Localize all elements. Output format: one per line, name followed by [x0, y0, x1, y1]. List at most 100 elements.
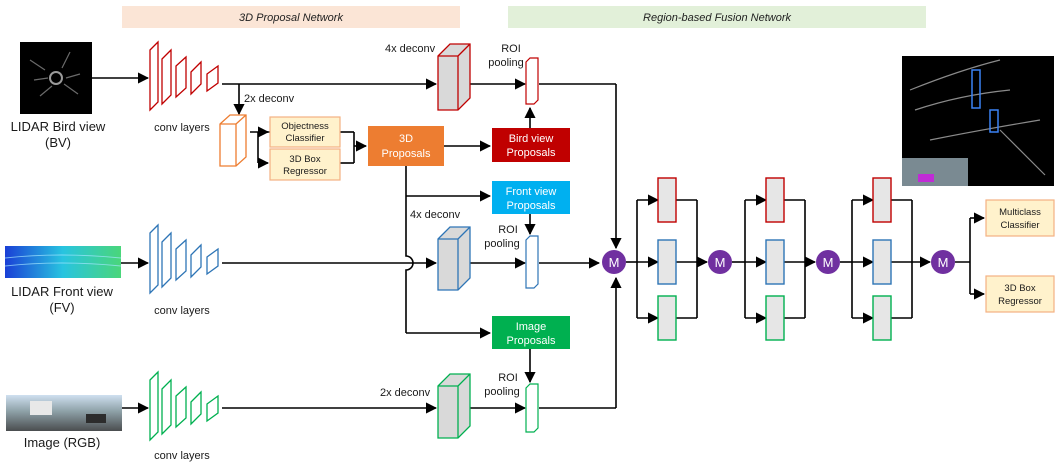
- front-conv-layer-3: [175, 238, 187, 282]
- roi-bird-label-2: pooling: [488, 57, 523, 69]
- deconv-2x-bv-label: 2x deconv: [244, 93, 295, 105]
- image-conv-layer-2: [161, 378, 172, 436]
- 3d-proposals-box: 3D Proposals: [368, 126, 444, 166]
- deconv-2x-image-shape: [437, 373, 471, 439]
- result-image: [902, 56, 1054, 186]
- header-region-fusion-label: Region-based Fusion Network: [643, 12, 791, 24]
- rpn-regressor-label-1: 3D Box: [289, 154, 320, 165]
- bird-conv-layer-1: [149, 40, 159, 112]
- header-region-fusion-bar: [508, 6, 926, 28]
- header-3d-proposal-bar: [122, 6, 460, 28]
- roi-front-label-2: pooling: [484, 238, 519, 250]
- front-view-label-2: (FV): [49, 300, 74, 315]
- deconv-4x-front-shape: [437, 226, 471, 291]
- deconv-2x-image-label: 2x deconv: [380, 387, 431, 399]
- fusion-stage-2-layer-1: [765, 177, 785, 223]
- rgb-image-house: [30, 401, 52, 415]
- rpn-regressor-label-2: Regressor: [283, 166, 327, 177]
- fusion-stage-1-bus: [636, 200, 698, 318]
- header-region-fusion-network: Region-based Fusion Network: [508, 6, 926, 28]
- 3d-proposals-label-1: 3D: [399, 133, 413, 145]
- bird-conv-layer-4: [190, 60, 202, 96]
- front-view-proposals-rect: [492, 181, 570, 214]
- result-box-a: [971, 69, 981, 109]
- fusion-stage-1-layer-2: [657, 239, 677, 285]
- multiclass-label-2: Classifier: [1000, 220, 1039, 231]
- rgb-image: [6, 395, 122, 431]
- 3d-proposals-rect: [368, 126, 444, 166]
- fusion-stage-2-bus: [744, 200, 806, 318]
- fusion-node-m-3: [816, 250, 840, 274]
- final-box-regressor-rect: [985, 275, 1055, 313]
- roi-front-label-1: ROI: [498, 224, 518, 236]
- deconv-4x-bird-label: 4x deconv: [385, 43, 436, 55]
- front-conv-layer-5: [206, 247, 219, 276]
- image-conv-layer-3: [175, 385, 187, 429]
- image-conv-layer-4: [190, 390, 202, 426]
- rpn-feature-box: [219, 114, 247, 167]
- rgb-image-car: [86, 414, 106, 423]
- roi-front-shape: [525, 235, 539, 289]
- bird-conv-layer-5: [206, 64, 219, 93]
- connections: [92, 72, 622, 414]
- result-lidar-points: [909, 59, 1046, 176]
- multiclass-classifier-rect: [985, 199, 1055, 237]
- deconv-4x-bird-front: [438, 43, 471, 110]
- fusion-stage-2-layer-2: [765, 239, 785, 285]
- fusion-stage-3-layer-3: [872, 295, 892, 341]
- bird-conv-layer-3: [175, 55, 187, 99]
- multiclass-classifier-box: Multiclass Classifier: [985, 199, 1055, 237]
- image-prop-label-1: Image: [516, 321, 547, 333]
- front-prop-label-1: Front view: [506, 186, 557, 198]
- conv-stack-front-view: conv layers: [149, 223, 219, 317]
- front-conv-label: conv layers: [154, 305, 210, 317]
- deconv-4x-front-front: [438, 226, 471, 290]
- final-box-regressor-box: 3D Box Regressor: [985, 275, 1055, 313]
- image-prop-label-2: Proposals: [507, 335, 556, 347]
- fusion-stage-1-layer-3: [657, 295, 677, 341]
- fusion-stage-2-layer-3: [765, 295, 785, 341]
- roi-pooling-image: ROI pooling: [484, 372, 539, 433]
- fusion-stage-3-bus: [851, 200, 913, 318]
- bird-conv-layer-2: [161, 48, 172, 106]
- fusion-node-m-1: [602, 250, 626, 274]
- bird-view-label-2: (BV): [45, 135, 71, 150]
- roi-pooling-front: ROI pooling: [484, 224, 539, 289]
- fusion-stage-3-layer-1: [872, 177, 892, 223]
- front-conv-layer-2: [161, 231, 172, 289]
- roi-bird-label-1: ROI: [501, 43, 521, 55]
- rpn-box-regressor-box: 3D Box Regressor: [269, 148, 341, 181]
- edge-proposals-trunk: [405, 166, 414, 333]
- header-3d-proposal-network: 3D Proposal Network: [122, 6, 460, 28]
- bird-conv-label: conv layers: [154, 122, 210, 134]
- front-conv-layer-4: [190, 243, 202, 279]
- bird-view-center-blob: [49, 71, 63, 85]
- front-view-image: [5, 246, 121, 278]
- objectness-label-1: Objectness: [281, 121, 329, 132]
- front-conv-layer-1: [149, 223, 159, 295]
- front-view-proposals-box: Front view Proposals: [492, 181, 570, 214]
- roi-bird-shape: [525, 57, 539, 105]
- objectness-label-2: Classifier: [285, 133, 324, 144]
- image-conv-layer-1: [149, 370, 159, 442]
- roi-image-label-1: ROI: [498, 372, 518, 384]
- fusion-stage-3-layer-2: [872, 239, 892, 285]
- rpn-box-regressor-rect: [269, 148, 341, 181]
- multiclass-label-1: Multiclass: [999, 207, 1041, 218]
- deconv-4x-front: 4x deconv: [410, 209, 471, 291]
- fusion-node-m-label-1: M: [609, 255, 620, 270]
- rgb-label: Image (RGB): [24, 435, 101, 450]
- objectness-classifier-box: Objectness Classifier: [269, 116, 341, 148]
- header-3d-proposal-label: 3D Proposal Network: [239, 12, 343, 24]
- edge-final-split: [955, 218, 971, 294]
- deconv-4x-bird-shape: [437, 43, 471, 111]
- image-proposals-rect: [492, 316, 570, 349]
- image-conv-layer-5: [206, 394, 219, 423]
- result-camera-car: [918, 174, 934, 182]
- deconv-2x-image: 2x deconv: [380, 373, 471, 439]
- bird-view-proposals-rect: [492, 128, 570, 162]
- input-bird-view: LIDAR Bird view (BV): [11, 42, 106, 150]
- front-view-label-1: LIDAR Front view: [11, 284, 113, 299]
- bird-view-label-1: LIDAR Bird view: [11, 119, 106, 134]
